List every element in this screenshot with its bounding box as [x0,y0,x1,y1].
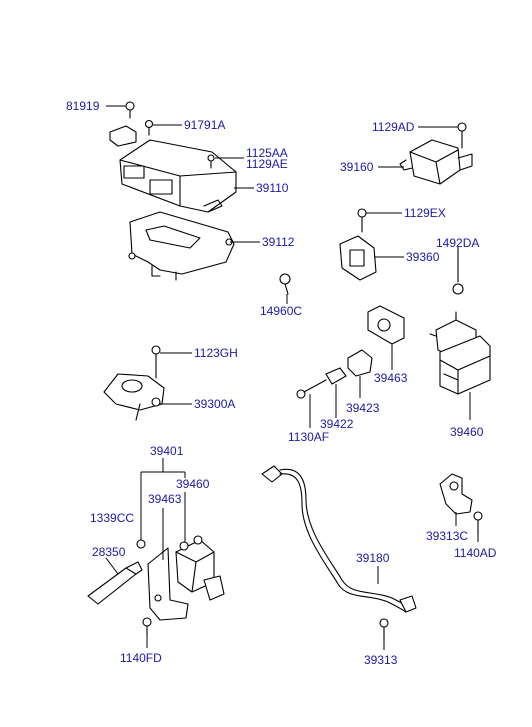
bolt-1140ad [473,511,483,535]
sensor-39300a [103,345,165,421]
label-39313c: 39313C [426,529,468,543]
label-39360: 39360 [406,250,440,264]
clip-14960c [279,273,291,295]
label-39422: 39422 [320,417,354,431]
label-39300a: 39300A [194,397,235,411]
sensor-39313c [439,473,473,515]
label-39463: 39463 [374,371,408,385]
part-labels: 81919 91791A 1125AA 1129AE 39110 39112 1… [66,99,497,667]
relay-39160 [399,122,473,185]
label-39112: 39112 [262,235,295,249]
label-39423: 39423 [346,401,380,415]
label-1339cc: 1339CC [90,511,134,525]
label-1129ex: 1129EX [404,206,446,220]
label-39160: 39160 [340,160,374,174]
valve-39460 [429,311,491,395]
rod-28350 [87,561,143,605]
label-1129ad: 1129AD [372,120,415,134]
ecu-bracket-39112 [128,211,235,281]
label-1125aa: 1125AA [246,146,288,160]
label-1129ae: 1129AE [246,157,288,171]
label-81919: 81919 [66,99,100,113]
label-1492da: 1492DA [436,236,479,250]
sensor-cable-39180 [261,465,417,613]
bracket-39401 [147,547,189,621]
ecu-39110 [119,139,237,213]
bolt-81919 [125,101,135,119]
bracket-91791a [109,119,154,147]
bracket-39360 [339,235,377,281]
bolt-39313 [379,618,389,641]
valve-39460-lower [175,535,225,601]
label-39313: 39313 [364,653,398,667]
label-14960c: 14960C [260,304,302,318]
spacer-39422 [325,367,347,385]
label-1130af: 1130AF [288,430,329,444]
bolt-1129ex [357,208,367,233]
label-39463-lower: 39463 [148,492,182,506]
label-1140ad: 1140AD [454,546,497,560]
label-39401: 39401 [150,444,184,458]
label-91791a: 91791A [184,118,225,132]
label-39460-lower: 39460 [176,477,210,491]
bolt-1130af [296,379,327,399]
plate-39463 [367,305,405,345]
label-1123gh: 1123GH [194,346,238,360]
cap-39423 [347,349,373,377]
label-39110: 39110 [256,181,289,195]
bolt-1140fd [142,617,152,635]
label-1140fd: 1140FD [120,651,162,665]
bolt-1339cc [136,539,146,549]
label-39180: 39180 [356,551,390,565]
nut-1492da [452,249,464,295]
leader-lines [105,105,479,650]
label-28350: 28350 [92,545,126,559]
label-39460: 39460 [450,425,484,439]
